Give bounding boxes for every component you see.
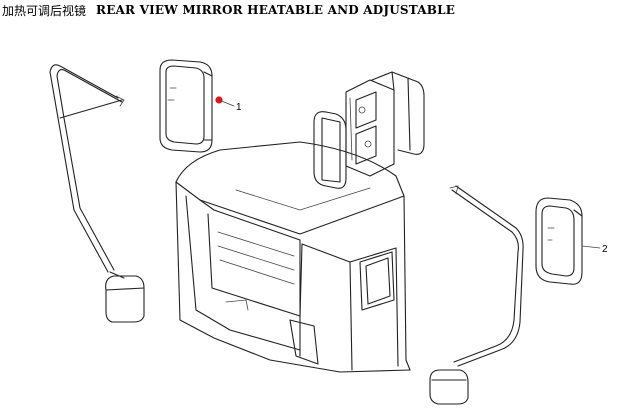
exploded-mirror-glass	[313, 111, 347, 189]
right-mirror-mount	[429, 369, 469, 405]
exploded-mirror-actuator	[345, 79, 395, 177]
title-chinese: 加热可调后视镜	[2, 3, 87, 18]
callout-2: 2	[581, 244, 608, 255]
truck-cab	[175, 141, 411, 373]
left-mirror-arm	[49, 64, 125, 273]
callout-label-1: 1	[236, 102, 242, 113]
exploded-mirror-housing	[371, 71, 425, 155]
page-title: 加热可调后视镜 REAR VIEW MIRROR HEATABLE AND AD…	[2, 0, 638, 20]
callout-1: 1	[215, 96, 242, 113]
callout-label-2: 2	[602, 244, 608, 255]
title-english: REAR VIEW MIRROR HEATABLE AND ADJUSTABLE	[96, 3, 456, 17]
left-mirror-mount	[105, 271, 145, 323]
right-mirror-head	[535, 197, 583, 285]
right-mirror-arm	[449, 185, 524, 367]
left-mirror-head	[159, 59, 213, 153]
